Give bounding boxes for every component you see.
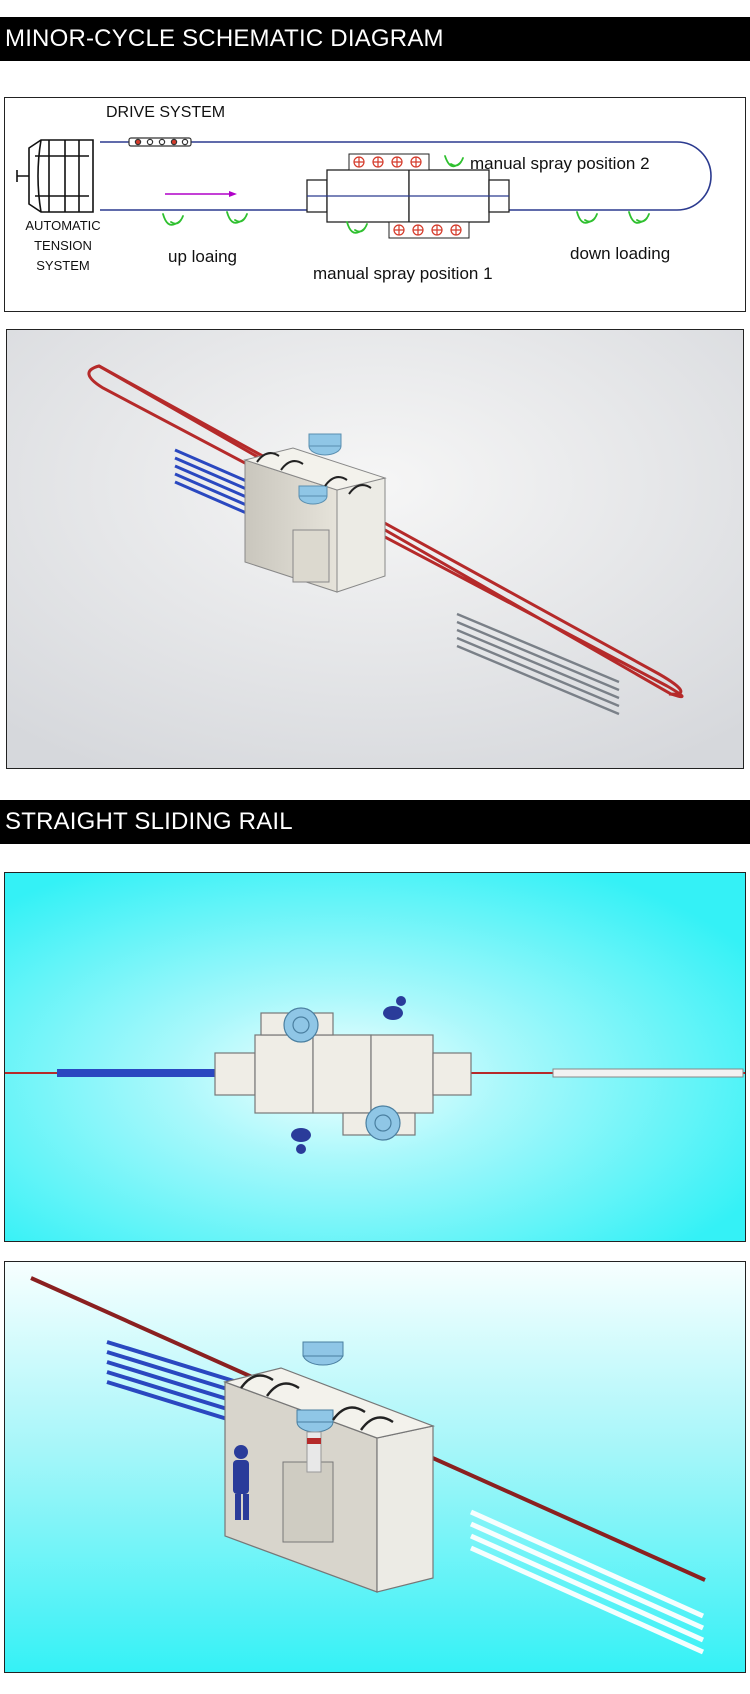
rail-loop [87,364,684,699]
spray-booth [306,169,510,223]
white-parts [552,1068,744,1078]
blue-parts-perspective [106,1340,238,1424]
render-loop-drawing [7,330,743,768]
grey-parts-right [456,612,620,716]
schematic-drawing [16,137,712,239]
operators-top-view [291,996,406,1154]
schematic-diagram-panel: DRIVE SYSTEM AUTOMATIC TENSION SYSTEM up… [4,97,746,312]
cyclones-top-view [283,1007,401,1141]
hanger-arches-perspective [240,1374,394,1431]
operator-perspective [233,1445,249,1520]
spray-guns-bottom [388,221,470,239]
operator-hook-icons [162,155,650,234]
cyclone-units [298,433,342,505]
gun-markers [353,156,462,236]
conveyor-loop-track [100,141,712,211]
render-top-view-drawing [5,873,745,1241]
label-up-loading: up loaing [168,247,238,266]
drive-chain [128,137,192,147]
cyclones-perspective [296,1341,344,1473]
white-parts-perspective [469,1509,705,1655]
label-spray-position-1: manual spray position 1 [313,264,493,283]
spray-guns-top [348,153,430,171]
label-tension-line1: AUTOMATIC [25,218,101,233]
render-perspective-drawing [5,1262,745,1672]
label-tension-line2: TENSION [34,238,92,253]
render-loop-system [6,329,744,769]
booth-top-view [214,1012,472,1136]
travel-direction-arrow [165,191,237,197]
label-tension-line3: SYSTEM [36,258,90,273]
render-perspective-view [4,1261,746,1673]
tension-frame [16,139,94,213]
section-title-minor-cycle: MINOR-CYCLE SCHEMATIC DIAGRAM [0,17,750,61]
blue-parts [57,1069,217,1077]
label-drive-system: DRIVE SYSTEM [106,104,226,121]
section-title-straight-rail: STRAIGHT SLIDING RAIL [0,800,750,844]
label-down-loading: down loading [570,244,671,263]
label-spray-position-2: manual spray position 2 [470,154,650,173]
hanger-arches [256,452,372,495]
render-top-view [4,872,746,1242]
